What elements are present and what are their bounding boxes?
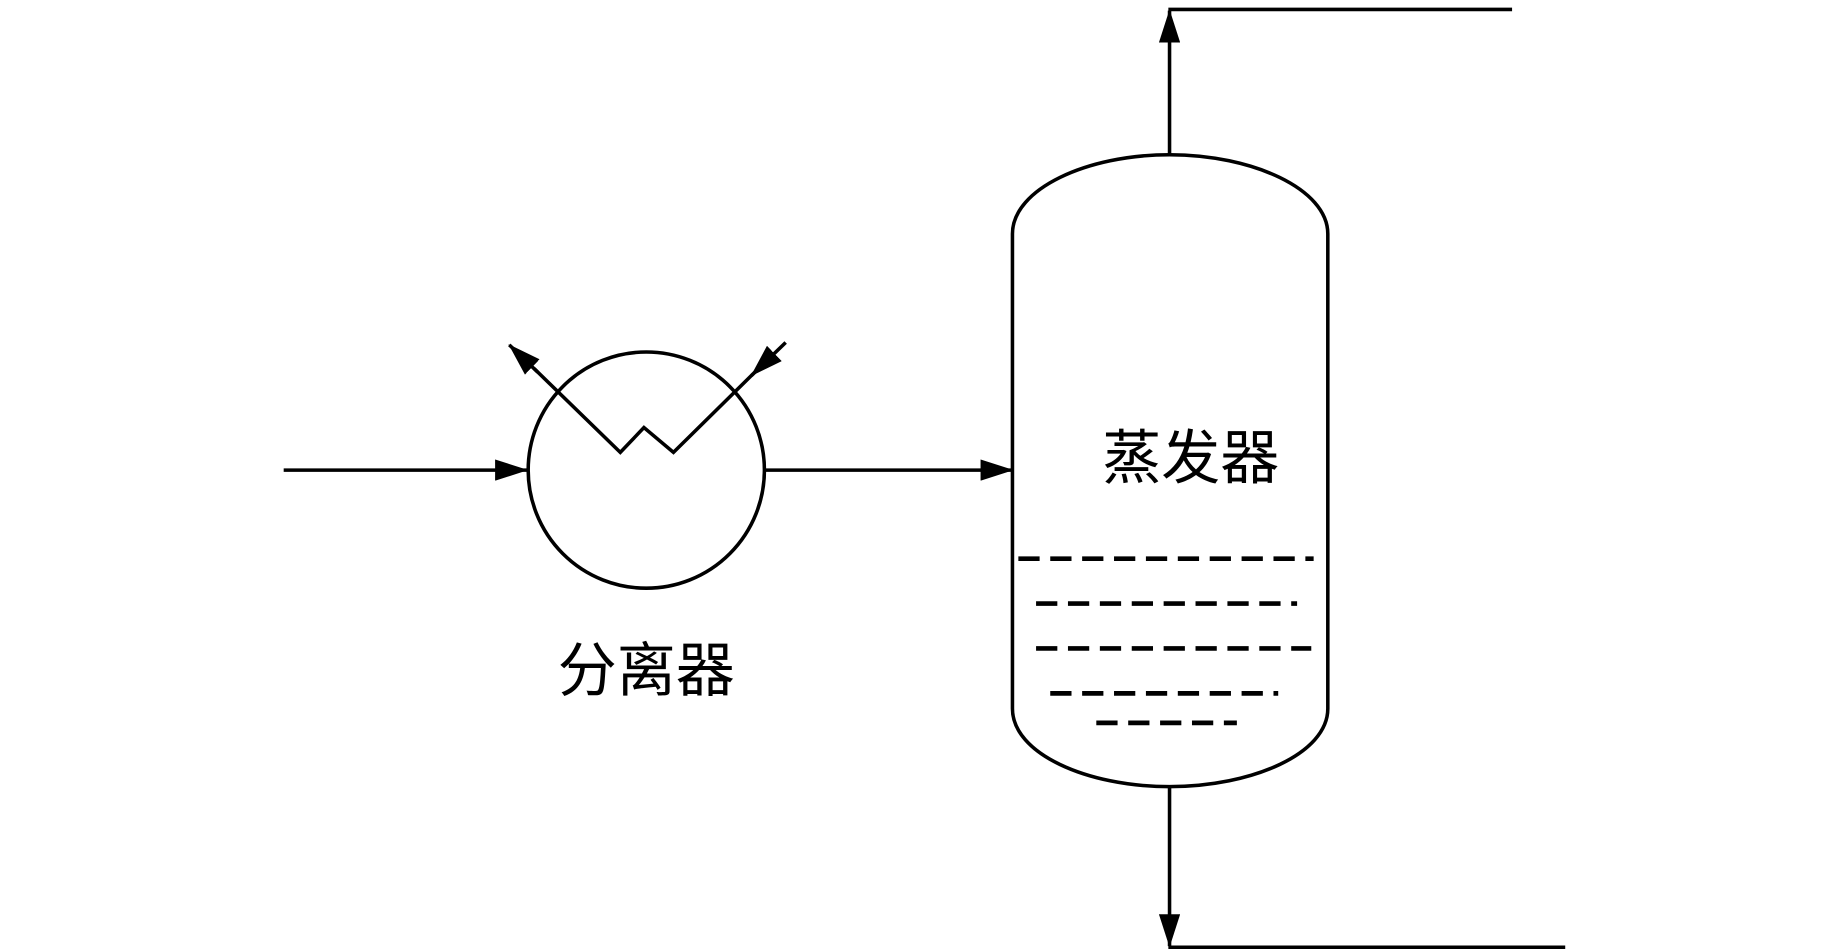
coil-outlet-arrow (508, 343, 540, 375)
separator-label: 分离器 (558, 636, 735, 705)
evaporator-label: 蒸发器 (1102, 423, 1279, 492)
separator-coil (532, 367, 758, 455)
coil-inlet-arrow (750, 341, 787, 377)
evaporator-vessel (1010, 152, 1330, 789)
liquid-level-lines (1018, 556, 1314, 726)
separator-vessel (526, 350, 767, 590)
